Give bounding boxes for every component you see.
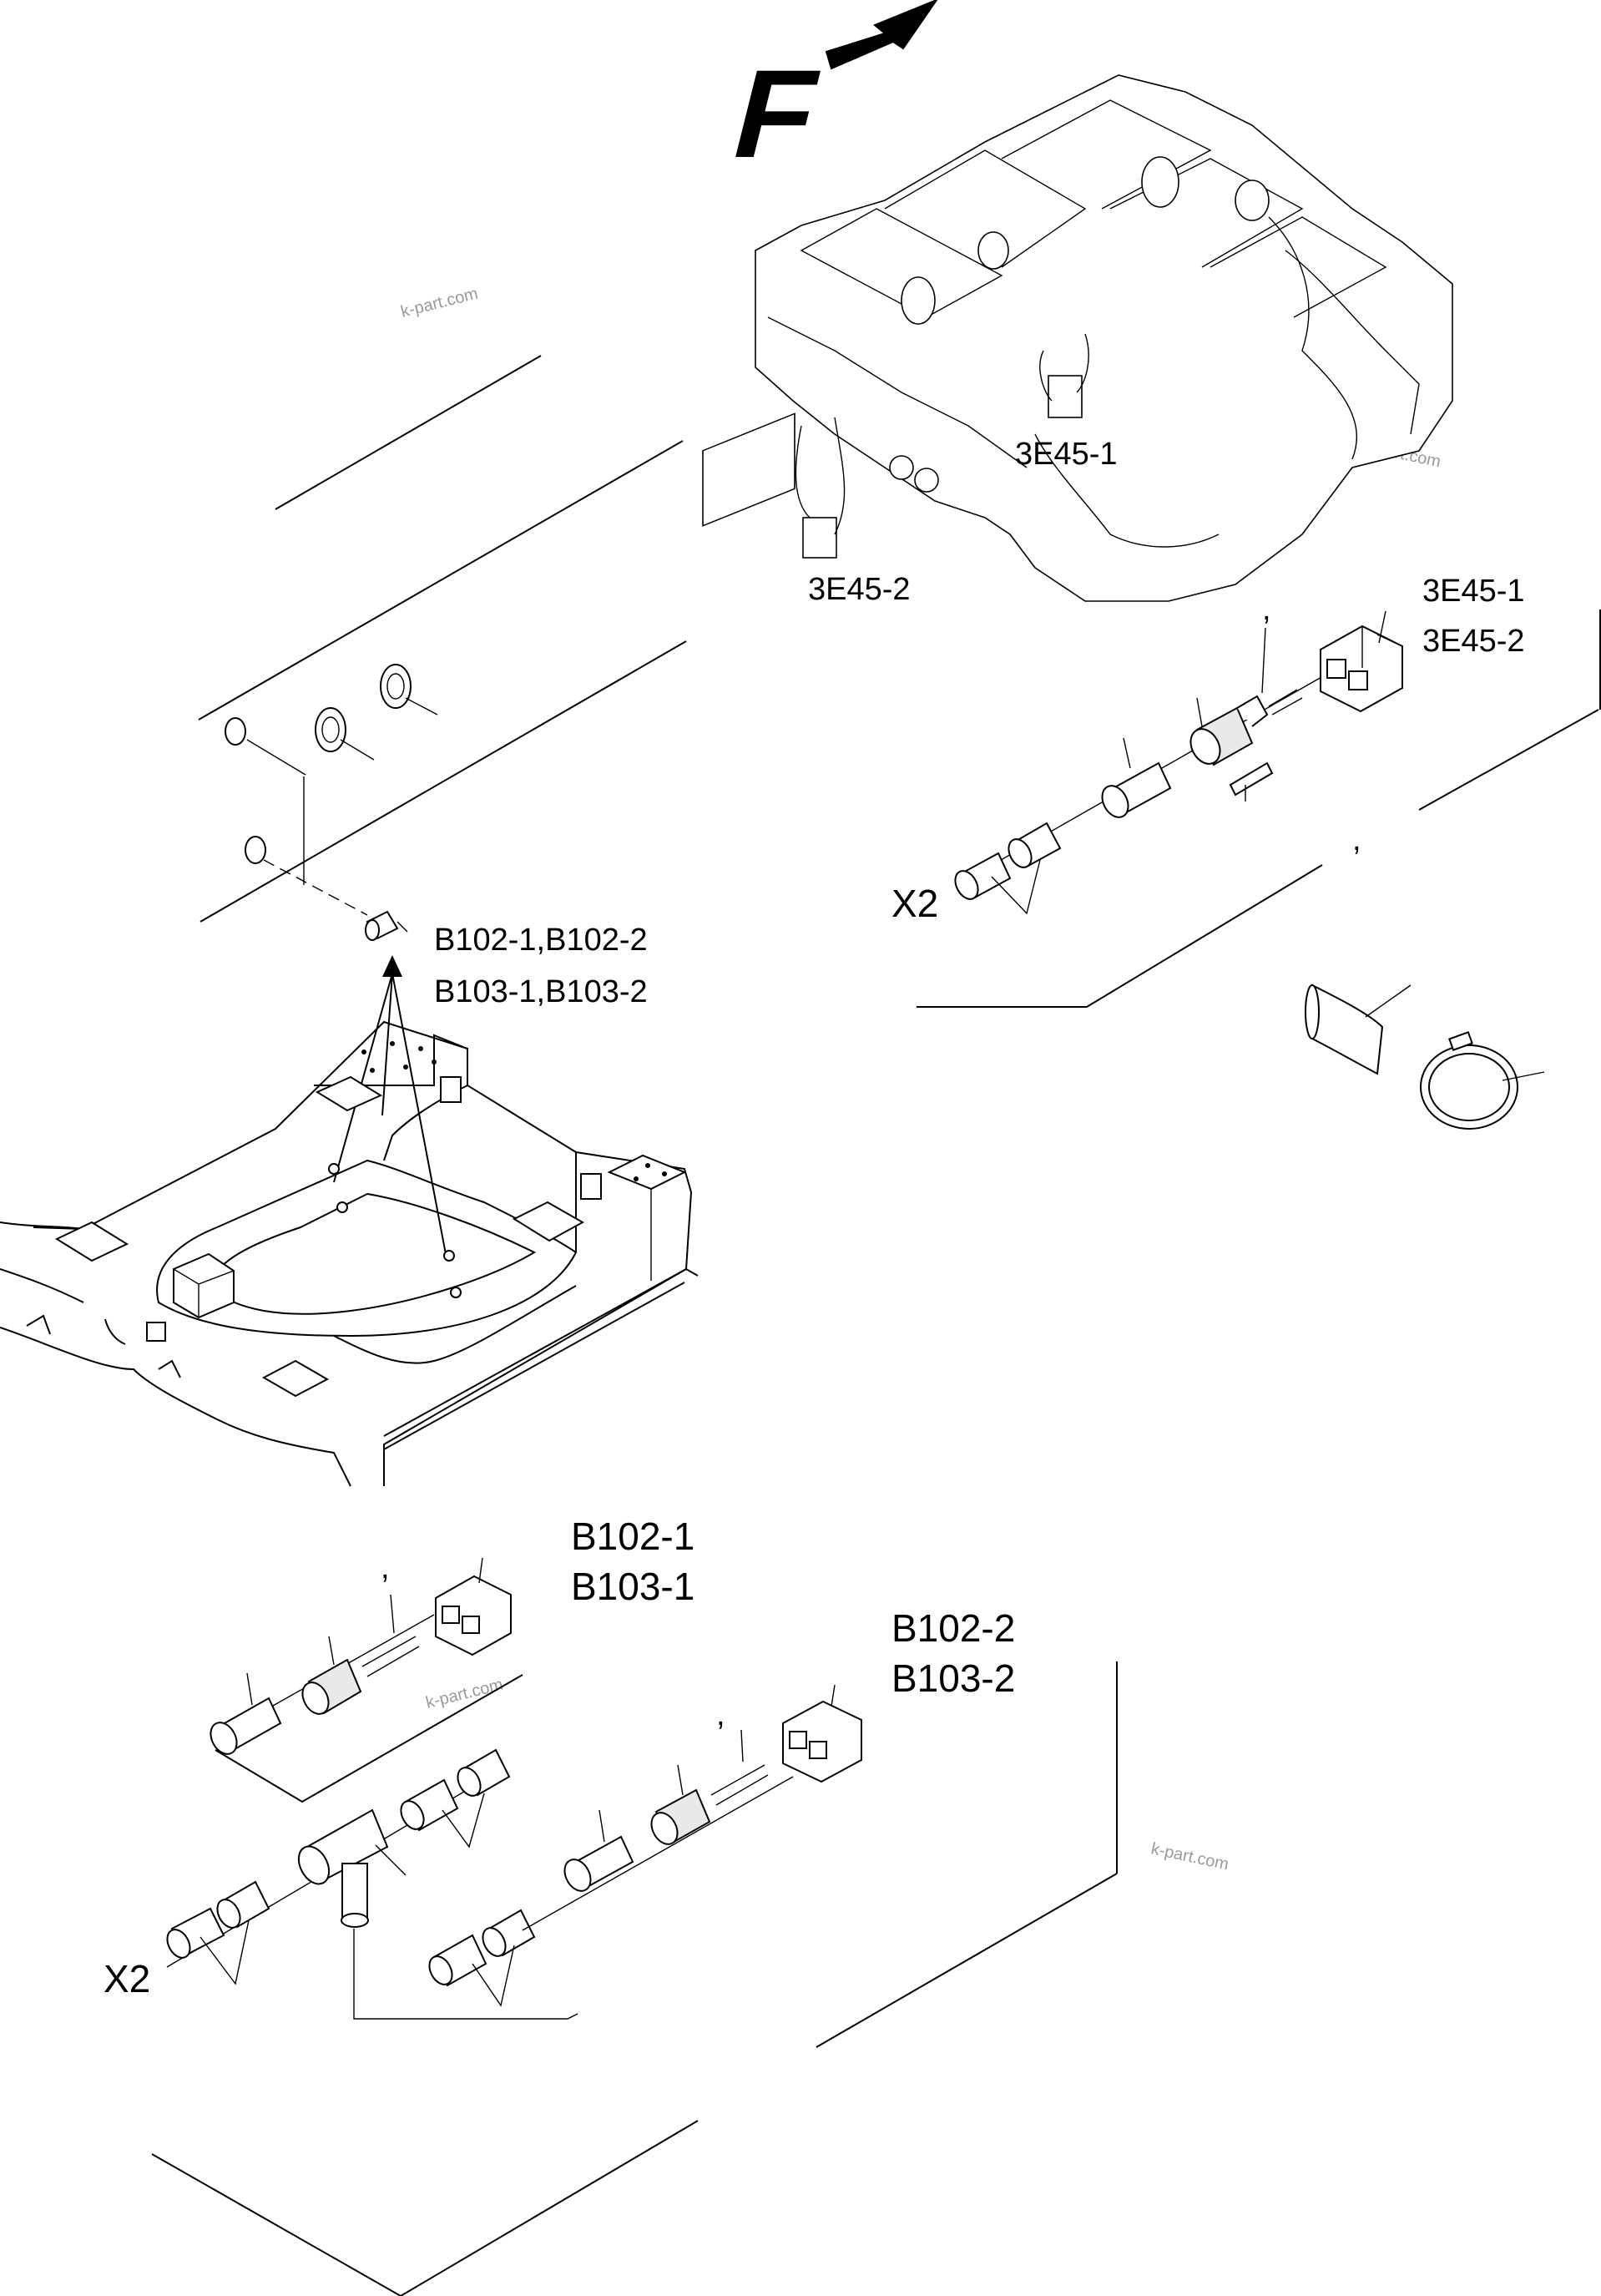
comma-mark-mid: , xyxy=(1352,822,1361,857)
front-letter: F xyxy=(720,44,831,184)
label-frame-sensor-2: B103-1,B103-2 xyxy=(434,974,648,1009)
coupling-pair-lower xyxy=(428,1909,536,2007)
coupling-pair-upper xyxy=(400,1748,511,1848)
sensor-connector-2 xyxy=(782,1700,862,1783)
mount-plate-3 xyxy=(512,1201,585,1242)
mount-plate-2 xyxy=(54,1221,129,1262)
straight-fitting-2 xyxy=(563,1835,634,1892)
pressure-sensor-2 xyxy=(650,1764,769,1845)
engine-assembly xyxy=(702,74,1453,602)
label-engine-sensor-left: 3E45-2 xyxy=(808,572,911,607)
mount-plate-4 xyxy=(261,1359,330,1398)
comma-mark-group1: , xyxy=(381,1550,390,1585)
label-connector-top-1: 3E45-1 xyxy=(1422,574,1525,609)
comma-mark-group2: , xyxy=(716,1697,725,1732)
label-quantity-bottom: X2 xyxy=(104,1957,150,2000)
pressure-sensor-top xyxy=(1189,689,1303,766)
sensor-connector-top xyxy=(1320,625,1403,713)
up-arrow-icon xyxy=(382,955,402,977)
frame-pressure-sensor xyxy=(365,910,408,941)
sensor-connector-1 xyxy=(435,1575,512,1656)
pressure-sensor-1 xyxy=(301,1636,420,1715)
watermark-1: k-part.com xyxy=(399,285,480,321)
frame-panel-upper xyxy=(198,355,687,941)
front-direction-marker: F xyxy=(720,0,938,184)
label-quantity-top: X2 xyxy=(891,882,938,925)
machine-frame xyxy=(0,1020,699,1487)
hose-clamp xyxy=(1305,984,1545,1130)
pin-part xyxy=(1229,761,1274,797)
comma-mark-top: , xyxy=(1262,592,1271,627)
top-sensor-exploded-view xyxy=(917,609,1601,1008)
coupling-pair-top xyxy=(954,822,1062,915)
direction-arrow-icon xyxy=(825,0,938,70)
label-engine-sensor-right: 3E45-1 xyxy=(1015,437,1118,472)
label-group1-line1: B102-1 xyxy=(571,1515,694,1558)
watermark-4: k-part.com xyxy=(1149,1839,1230,1874)
straight-fitting-1 xyxy=(210,1697,282,1755)
mount-plate-1 xyxy=(315,1075,383,1112)
sensor-group-1 xyxy=(210,1557,523,1803)
label-group2-line1: B102-2 xyxy=(891,1606,1015,1650)
label-group1-line2: B103-1 xyxy=(571,1565,694,1608)
coupling-pair-left xyxy=(166,1880,270,1985)
label-connector-top-2: 3E45-2 xyxy=(1422,624,1525,659)
label-frame-sensor-1: B102-1,B102-2 xyxy=(434,923,648,958)
frame-panel-lower xyxy=(151,1661,1118,2296)
watermark-3: k-part.com xyxy=(424,1676,505,1712)
sensor-group-2 xyxy=(563,1684,862,1892)
tee-fitting-assembly xyxy=(166,1748,794,2020)
mount-plate-5 xyxy=(607,1154,687,1191)
label-group2-line2: B103-2 xyxy=(891,1656,1015,1700)
straight-fitting-top xyxy=(1101,761,1172,818)
